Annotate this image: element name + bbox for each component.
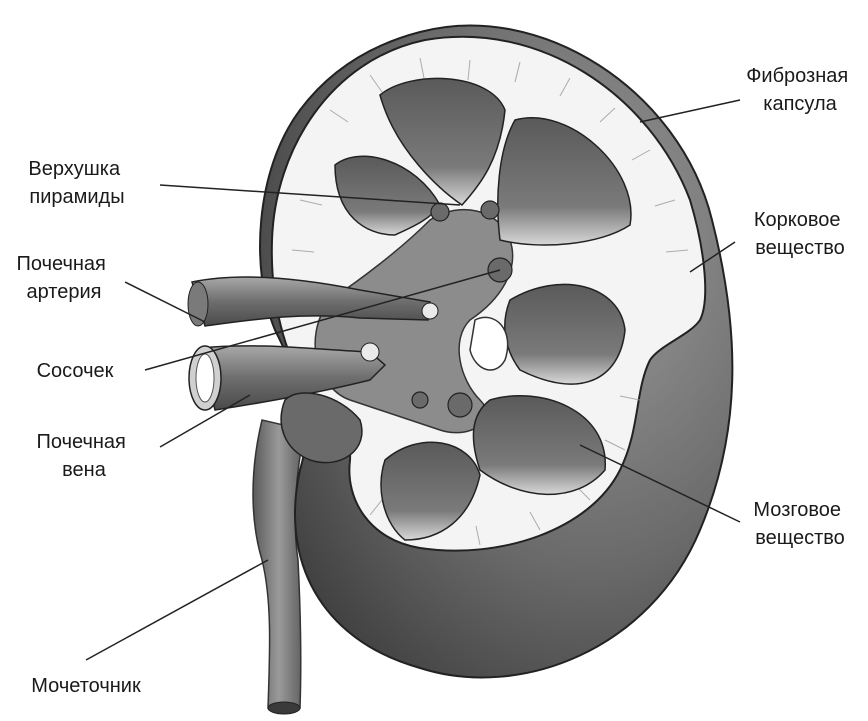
sinus-fat (470, 317, 508, 370)
label-cortex: Корковое вещество (754, 209, 846, 259)
calyx (481, 201, 499, 219)
label-papilla: Сосочек (37, 360, 114, 382)
label-renal-vein: Почечная вена (37, 431, 132, 481)
artery-end (422, 303, 438, 319)
calyx (412, 392, 428, 408)
artery-opening (188, 282, 208, 326)
ureter-opening (268, 702, 300, 714)
leader-fibrous-capsule (640, 100, 740, 122)
vein-end (361, 343, 379, 361)
leader-ureter (86, 560, 268, 660)
label-medulla: Мозговое вещество (753, 499, 846, 549)
label-fibrous-capsule: Фиброзная капсула (746, 65, 854, 115)
vein-lumen (196, 354, 214, 402)
calyx (448, 393, 472, 417)
label-renal-artery: Почечная артерия (17, 253, 112, 303)
label-ureter: Мочеточник (31, 675, 141, 697)
label-pyramid-apex: Верхушка пирамиды (28, 158, 125, 208)
calyx (431, 203, 449, 221)
pyramid-right (505, 284, 625, 384)
